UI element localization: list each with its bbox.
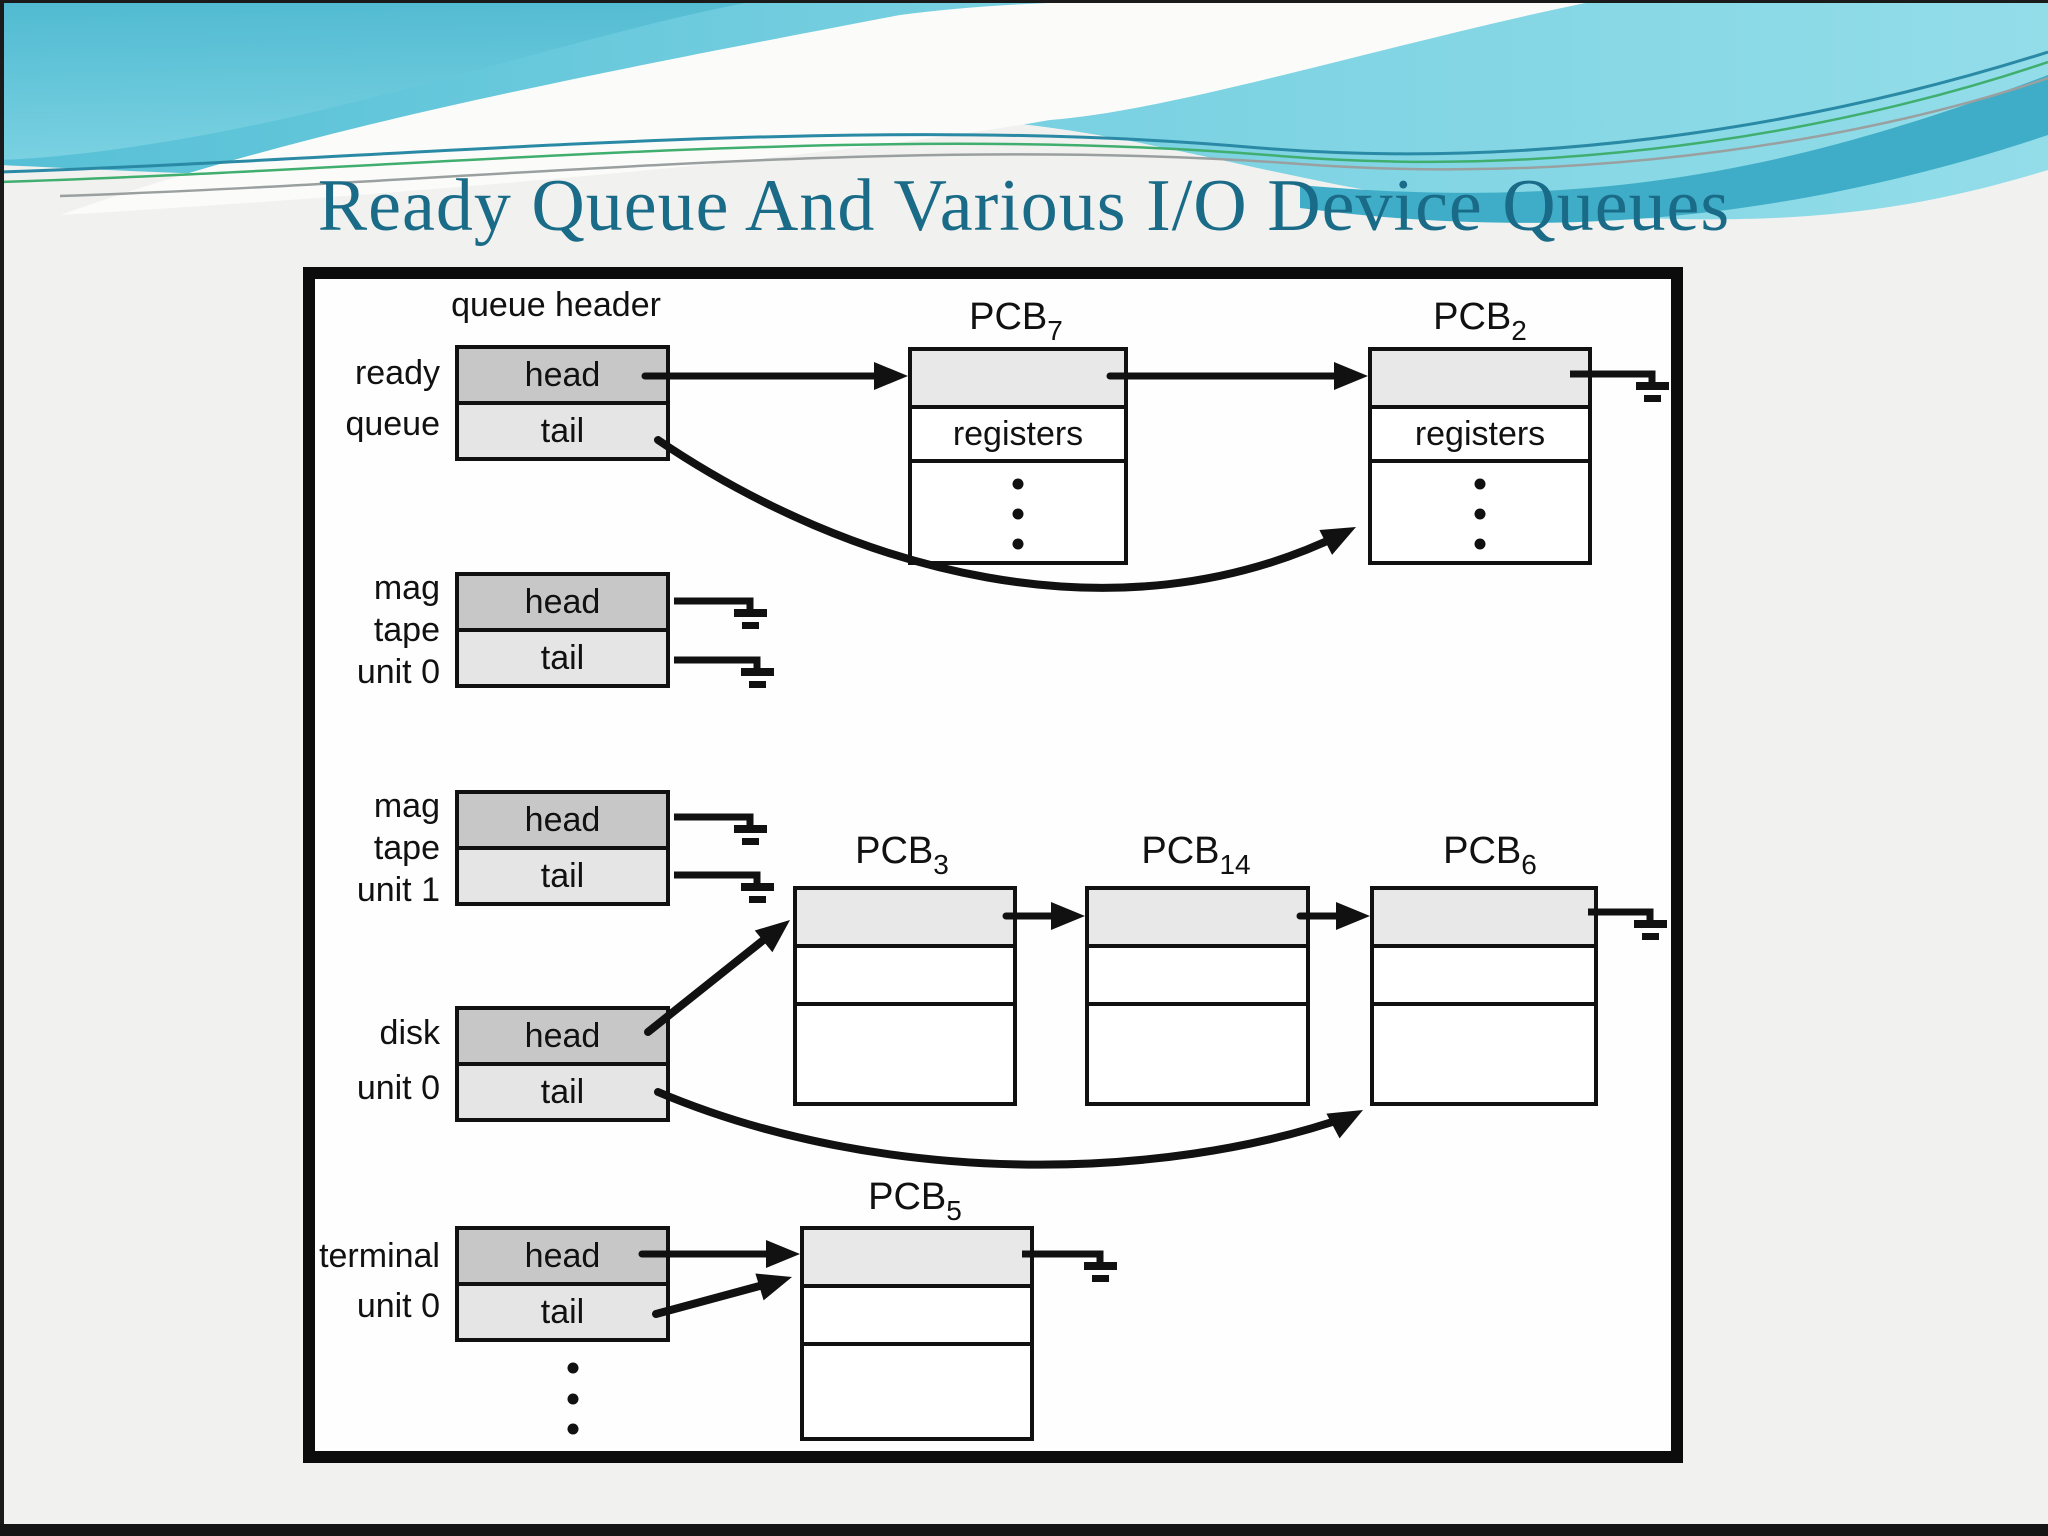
mag-tape-1-tail-cell: tail [459, 850, 666, 902]
queue-label-terminal-0: terminal unit 0 [319, 1237, 440, 1325]
queue-box-ready: head tail [455, 345, 670, 461]
disk-0-head-cell: head [459, 1010, 666, 1066]
pcb5-pointer-cell [804, 1230, 1030, 1288]
queue-label-mag-tape-0: mag tape unit 0 [356, 569, 440, 691]
pcb5-box [800, 1226, 1034, 1441]
mag-tape-0-tail-cell: tail [459, 632, 666, 684]
pcb3-box [793, 886, 1017, 1106]
pcb6-box [1370, 886, 1598, 1106]
pcb2-registers-cell: registers [1372, 409, 1588, 463]
queue-box-terminal-0: head tail [455, 1226, 670, 1342]
banner-right-ribbon [1300, 75, 2048, 223]
ready-tail-cell: tail [459, 405, 666, 457]
pcb6-pointer-cell [1374, 890, 1594, 948]
pcb14-middle-cell [1089, 948, 1306, 1006]
banner-wave-decoration [0, 0, 2048, 223]
pcb3-body-cell [797, 1006, 1013, 1102]
pcb2-label: PCB2 [1433, 296, 1527, 346]
pcb2-pointer-cell [1372, 351, 1588, 409]
pcb3-middle-cell [797, 948, 1013, 1006]
banner-line-green [0, 60, 2048, 184]
terminal-0-head-cell: head [459, 1230, 666, 1286]
screen-bottom-edge [0, 1524, 2048, 1536]
pcb14-label: PCB14 [1141, 830, 1251, 880]
disk-0-tail-cell: tail [459, 1066, 666, 1118]
terminal-0-tail-cell: tail [459, 1286, 666, 1338]
pcb6-label: PCB6 [1443, 830, 1537, 880]
mag-tape-1-head-cell: head [459, 794, 666, 850]
queue-box-mag-tape-0: head tail [455, 572, 670, 688]
pcb7-registers-cell: registers [912, 409, 1124, 463]
queue-label-mag-tape-1: mag tape unit 1 [356, 787, 440, 909]
banner-secondary-wave [0, 0, 760, 160]
slide-title: Ready Queue And Various I/O Device Queue… [317, 165, 1731, 247]
pcb5-middle-cell [804, 1288, 1030, 1346]
pcb7-label: PCB7 [969, 296, 1063, 346]
pcb5-body-cell [804, 1346, 1030, 1437]
pcb6-body-cell [1374, 1006, 1594, 1102]
pcb14-box [1085, 886, 1310, 1106]
pcb7-pointer-cell [912, 351, 1124, 409]
queue-label-ready: ready queue [345, 354, 440, 443]
ready-head-cell: head [459, 349, 666, 405]
screen-left-edge [0, 0, 4, 1536]
mag-tape-0-head-cell: head [459, 576, 666, 632]
pcb14-pointer-cell [1089, 890, 1306, 948]
pcb14-body-cell [1089, 1006, 1306, 1102]
queue-label-disk-0: disk unit 0 [356, 1014, 440, 1107]
banner-line-teal [0, 50, 2048, 174]
pcb2-box: registers [1368, 347, 1592, 565]
pcb3-pointer-cell [797, 890, 1013, 948]
queue-box-mag-tape-1: head tail [455, 790, 670, 906]
banner-line-gray [59, 76, 2048, 198]
screen-top-edge [0, 0, 2048, 3]
pcb2-body-cell [1372, 463, 1588, 561]
pcb7-body-cell [912, 463, 1124, 561]
pcb7-box: registers [908, 347, 1128, 565]
pcb5-label: PCB5 [868, 1176, 962, 1226]
queue-box-disk-0: head tail [455, 1006, 670, 1122]
pcb3-label: PCB3 [855, 830, 949, 880]
pcb6-middle-cell [1374, 948, 1594, 1006]
queue-header-caption: queue header [451, 286, 661, 324]
